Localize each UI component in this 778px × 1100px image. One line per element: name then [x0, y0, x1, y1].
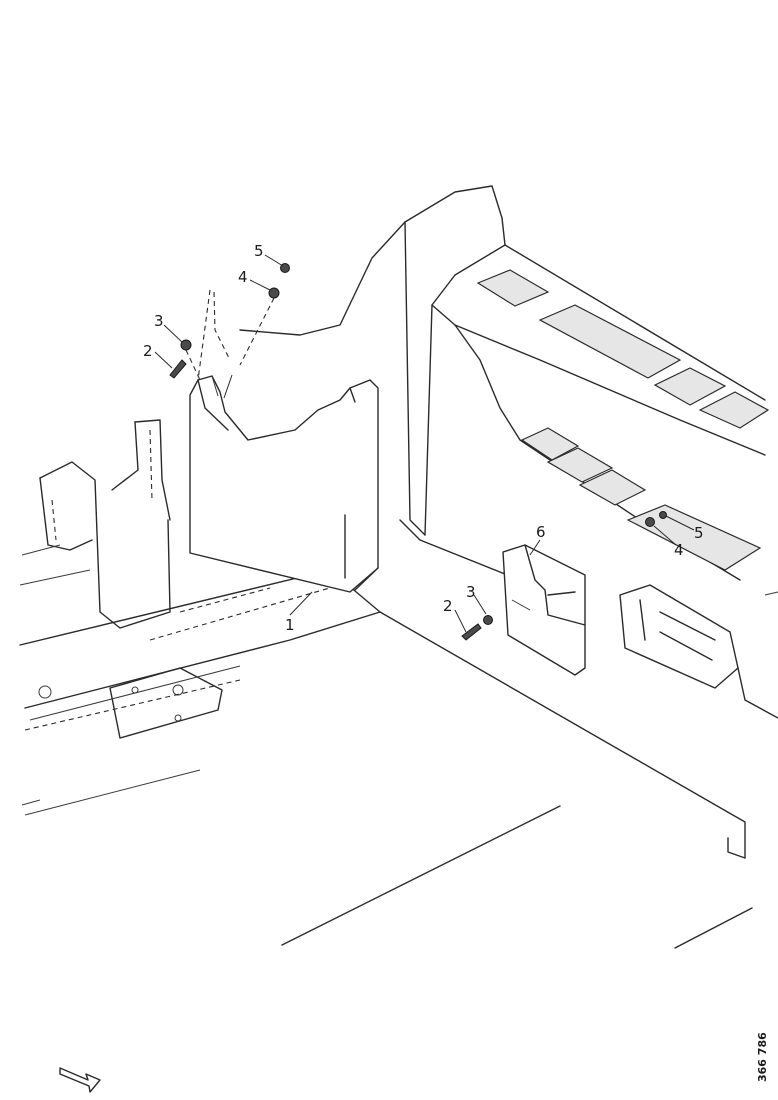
- callout-4-right: 4: [674, 541, 684, 559]
- callout-2-left: 2: [143, 342, 153, 360]
- washer-4-right: [645, 517, 655, 527]
- left-seat-frame: [19, 419, 171, 629]
- right-bracket: [619, 584, 778, 719]
- nut-5-right: [659, 511, 667, 519]
- callout-5-left: 5: [254, 242, 264, 260]
- rear-wall-panel: [239, 185, 766, 581]
- callout-4-left: 4: [238, 268, 248, 286]
- callout-1: 1: [285, 616, 295, 634]
- callout-leaders: [154, 254, 695, 633]
- hardware-right-group: [461, 511, 667, 641]
- callout-2-right: 2: [443, 597, 453, 615]
- screw-2-right: [461, 623, 482, 641]
- cab-floor: [19, 569, 753, 949]
- washer-3-right: [483, 615, 493, 625]
- part-6-holder: [502, 544, 586, 676]
- washer-3-left: [180, 339, 192, 351]
- floor-plate: [24, 584, 341, 739]
- callout-labels: 5 4 3 2 1 6 3 2 4 5: [143, 242, 704, 634]
- screw-2-left: [169, 359, 187, 379]
- callout-3-left: 3: [154, 312, 164, 330]
- document-number: 366 786: [756, 1032, 769, 1082]
- hardware-left-group: [169, 263, 290, 381]
- washer-4-left: [268, 287, 280, 299]
- callout-3-right: 3: [466, 583, 476, 601]
- callout-5-right: 5: [694, 524, 704, 542]
- control-panel-switches: [476, 269, 770, 571]
- part-1-storage-box: [189, 375, 379, 593]
- callout-6: 6: [536, 523, 546, 541]
- forward-direction-arrow-icon: [59, 1067, 101, 1093]
